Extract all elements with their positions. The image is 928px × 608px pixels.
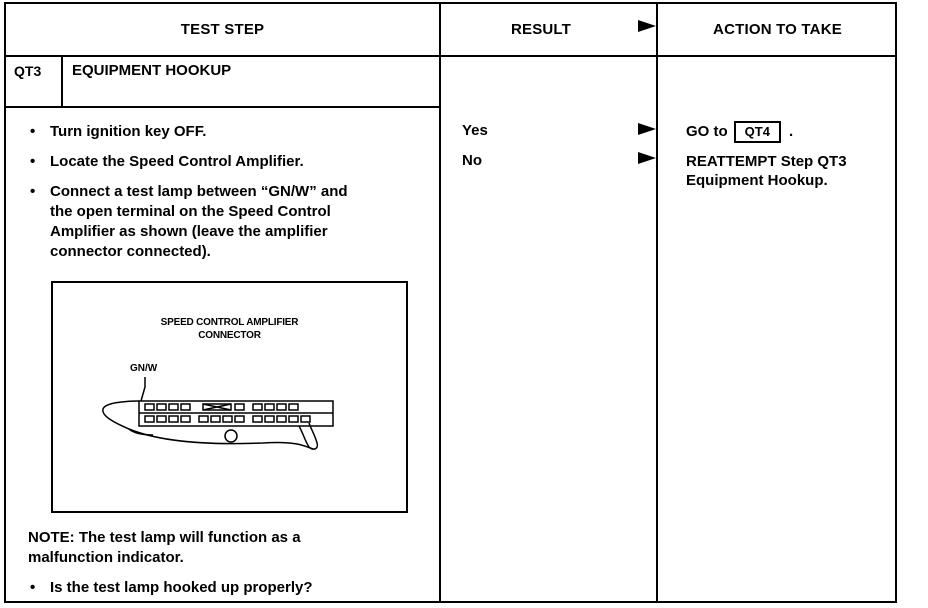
bullet-text: Turn ignition key OFF. [50,123,207,140]
step-code: QT3 [14,63,42,79]
connector-diagram: SPEED CONTROL AMPLIFIER CONNECTOR GN/W [51,281,408,513]
header-result: RESULT [510,20,572,38]
action-no-line1: REATTEMPT Step QT3 [686,153,847,170]
result-no: No [462,152,482,169]
action-yes-prefix: GO to [686,123,728,140]
column-divider-result [656,2,658,603]
diagram-title-line1: SPEED CONTROL AMPLIFIER [160,317,299,328]
bullet-icon: • [30,153,36,170]
action-no-line2: Equipment Hookup. [686,172,828,189]
bullet-icon: • [30,123,36,140]
header-action: ACTION TO TAKE [713,20,842,38]
bullet-text: Connect a test lamp between “GN/W” and t… [50,183,348,260]
bullet-icon: • [30,579,36,596]
step-title-divider [4,106,441,108]
header-divider [4,55,897,57]
question-text: Is the test lamp hooked up properly? [50,579,313,596]
header-arrow-icon [638,20,656,32]
action-no: REATTEMPT Step QT3 Equipment Hookup. [686,152,847,190]
column-divider-test-step [439,2,441,603]
connector-drawing [102,377,334,450]
action-yes-suffix: . [788,123,794,140]
go-to-qt4-link[interactable]: QT4 [733,121,781,143]
diagram-title-line2: CONNECTOR [198,330,261,341]
bullet-icon: • [30,183,36,200]
result-yes: Yes [462,122,488,139]
step-code-divider [61,55,63,108]
note-text: NOTE: The test lamp will function as a m… [28,529,301,566]
action-yes: GO to QT4. [686,121,793,143]
result-no-arrow-icon [638,152,656,164]
result-yes-arrow-icon [638,123,656,135]
step-title: EQUIPMENT HOOKUP [72,62,232,79]
header-test-step: TEST STEP [180,20,265,38]
bullet-text: Locate the Speed Control Amplifier. [50,153,304,170]
procedure-table [4,2,897,603]
wire-label: GN/W [130,363,158,374]
